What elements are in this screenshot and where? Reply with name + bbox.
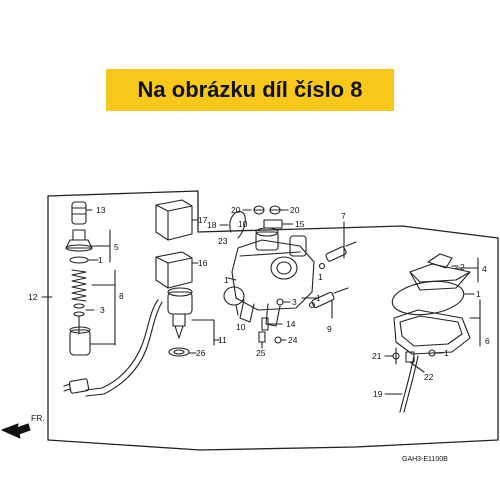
callout-16: 16: [198, 258, 208, 268]
callout-8: 8: [119, 291, 124, 301]
callout-23: 23: [218, 236, 228, 246]
callout-1-screw: 1: [318, 272, 323, 282]
callout-4: 4: [482, 264, 487, 274]
callout-1-drain: 1: [444, 348, 449, 358]
callout-1-screw-lower: 1: [316, 293, 321, 303]
callout-14: 14: [286, 319, 296, 329]
callout-25: 25: [256, 348, 266, 358]
callout-22: 22: [424, 372, 434, 382]
callout-13: 13: [96, 205, 106, 215]
part-16-cover: [155, 251, 199, 289]
callout-1: 1: [98, 255, 103, 265]
part-1-oring: [69, 256, 89, 264]
part-9-adjust-screw: [308, 287, 349, 319]
callout-19: 19: [373, 389, 383, 399]
callout-1-body: 1: [224, 275, 229, 285]
part-8-spring: [71, 269, 116, 346]
carburetor-body: [227, 227, 319, 327]
callout-10-bottom: 10: [236, 322, 246, 332]
part-18-hose: [229, 210, 246, 239]
front-label: FR.: [31, 413, 45, 423]
callout-9: 9: [327, 324, 332, 334]
callout-21: 21: [372, 351, 382, 361]
callout-1-gasket: 1: [476, 289, 481, 299]
callout-7: 7: [341, 211, 346, 221]
part-20-screws: [242, 205, 289, 215]
callout-5: 5: [114, 242, 119, 252]
callout-24: 24: [288, 335, 298, 345]
callout-6: 6: [485, 336, 490, 346]
callout-3: 3: [100, 305, 105, 315]
callout-15: 15: [295, 219, 305, 229]
banner: Na obrázku díl číslo 8: [106, 69, 394, 111]
callout-11: 11: [218, 335, 227, 345]
part-1-gasket-ring: [391, 280, 475, 316]
part-3-needle-clip: [73, 303, 95, 335]
part-19-drain-tube: [399, 355, 415, 413]
part-24-jet: [274, 336, 287, 344]
callout-17: 17: [198, 215, 208, 225]
part-14-jet: [261, 317, 283, 331]
callout-3-body: 3: [292, 297, 297, 307]
callout-20-right: 20: [290, 205, 300, 215]
part-7-adjust-screw: [318, 221, 357, 270]
callout-2: 2: [460, 262, 465, 272]
front-arrow: [1, 423, 31, 439]
drawing-code: GAH3-E1100B: [402, 456, 448, 463]
part-26-washer: [168, 347, 190, 357]
part-10-oring: [223, 286, 245, 306]
part-5-holder: [65, 229, 111, 263]
part-13-cap: [71, 201, 93, 225]
callout-10-top: 10: [238, 219, 248, 229]
wire-connector: [68, 378, 90, 394]
part-17-cover: [155, 199, 199, 241]
callout-18: 18: [207, 220, 217, 230]
part-6-float-chamber: [393, 299, 481, 355]
assembly-frame: [47, 190, 499, 451]
part-21-screw: [384, 347, 400, 365]
part-4-float: [409, 257, 479, 291]
part-25-jet: [258, 331, 266, 349]
callout-20-left: 20: [231, 205, 241, 215]
callout-12: 12: [28, 292, 38, 302]
part-3-screw: [276, 298, 284, 306]
callout-labels: 13 5 1 8 3 12 17 16 11 26 18 23 20 20 10…: [28, 205, 490, 463]
part-15-pipe: [263, 219, 283, 229]
callout-26: 26: [196, 348, 206, 358]
starter-wire: [85, 299, 159, 391]
piston-valve: [69, 326, 116, 356]
part-11-auto-choke: [167, 287, 221, 346]
